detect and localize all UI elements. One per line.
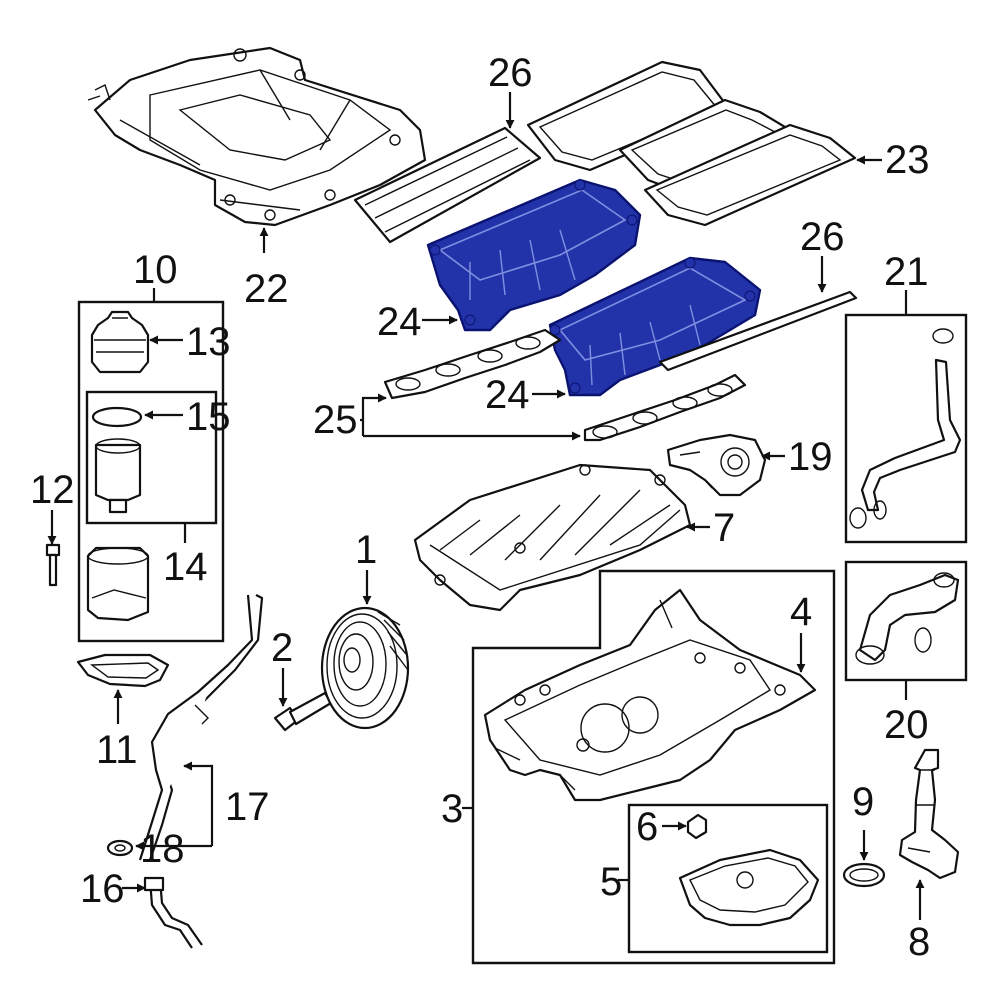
callout-4: 4 [790, 590, 812, 634]
callout-22: 22 [244, 267, 289, 311]
callout-7: 7 [713, 506, 735, 550]
part-9-o-ring[interactable] [842, 862, 886, 888]
callout-25: 25 [313, 398, 358, 442]
part-10-oil-filter-group[interactable] [77, 300, 225, 643]
callout-12: 12 [30, 468, 75, 512]
part-2-bolt[interactable] [273, 691, 333, 732]
callout-19: 19 [788, 435, 833, 479]
callout-24-lower: 24 [485, 373, 530, 417]
part-12-bolt[interactable] [45, 543, 61, 587]
part-1-crank-pulley[interactable] [320, 606, 410, 730]
callout-labels: 26 23 22 26 21 10 13 15 14 12 24 24 25 1… [30, 51, 930, 964]
part-18-washer[interactable] [106, 839, 134, 857]
callout-21: 21 [884, 250, 929, 294]
part-16-oil-hose[interactable] [143, 876, 203, 949]
callout-10: 10 [133, 248, 178, 292]
callout-6: 6 [636, 805, 658, 849]
part-19-water-outlet[interactable] [666, 433, 767, 497]
callout-14: 14 [163, 545, 208, 589]
callout-26-lower: 26 [800, 215, 845, 259]
part-11-gasket[interactable] [76, 653, 170, 688]
part-20-group[interactable] [844, 560, 968, 682]
part-23-valve-cover-gaskets[interactable] [526, 60, 857, 227]
part-26-upper-seal-strip[interactable] [353, 126, 542, 244]
leader-lines [47, 92, 925, 920]
callout-13: 13 [186, 320, 231, 364]
callout-17: 17 [225, 785, 270, 829]
part-26-lower-seal-strip[interactable] [658, 290, 858, 372]
callout-8: 8 [908, 920, 930, 964]
part-22-upper-cover[interactable] [87, 46, 427, 227]
callout-2: 2 [271, 626, 293, 670]
part-17-oil-line[interactable] [138, 594, 264, 861]
callout-18: 18 [140, 827, 185, 871]
part-25-intake-gaskets[interactable] [383, 328, 747, 442]
part-3-oil-pan-group[interactable] [471, 569, 836, 965]
part-7-intake-manifold[interactable] [413, 463, 692, 612]
callout-15: 15 [186, 395, 231, 439]
callout-16: 16 [80, 867, 125, 911]
part-24-valve-cover-upper[interactable] [426, 178, 642, 332]
part-8-oil-level-sensor[interactable] [898, 748, 960, 880]
callout-9: 9 [852, 780, 874, 824]
part-24-valve-cover-lower[interactable] [548, 256, 762, 397]
part-5-lower-pan-group[interactable] [627, 803, 829, 954]
callout-11: 11 [96, 728, 138, 772]
callout-26-upper: 26 [488, 51, 533, 95]
part-21-group[interactable] [844, 313, 968, 544]
callout-3: 3 [441, 787, 463, 831]
callout-20: 20 [884, 703, 929, 747]
callout-5: 5 [600, 860, 622, 904]
callout-24-upper: 24 [377, 300, 422, 344]
callout-1: 1 [355, 528, 377, 572]
callout-23: 23 [885, 138, 930, 182]
